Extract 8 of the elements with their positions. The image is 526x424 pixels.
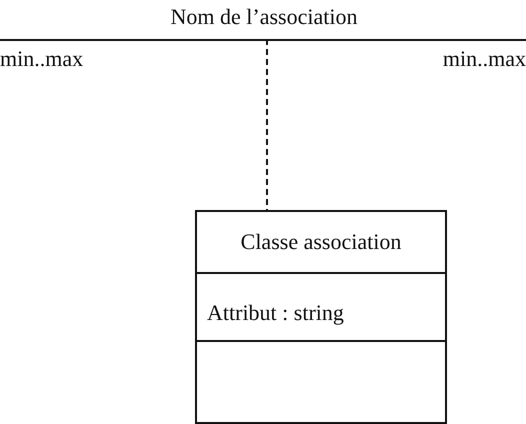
class-name: Classe association	[240, 229, 402, 255]
dashed-connector	[266, 39, 268, 210]
multiplicity-label: min..max	[442, 46, 526, 72]
association-line	[0, 39, 526, 41]
attribute-text: Attribut : string	[207, 300, 344, 326]
multiplicity-label: min..max	[0, 46, 84, 72]
class-box	[195, 210, 447, 424]
association-name: Nom de l’association	[170, 4, 358, 30]
